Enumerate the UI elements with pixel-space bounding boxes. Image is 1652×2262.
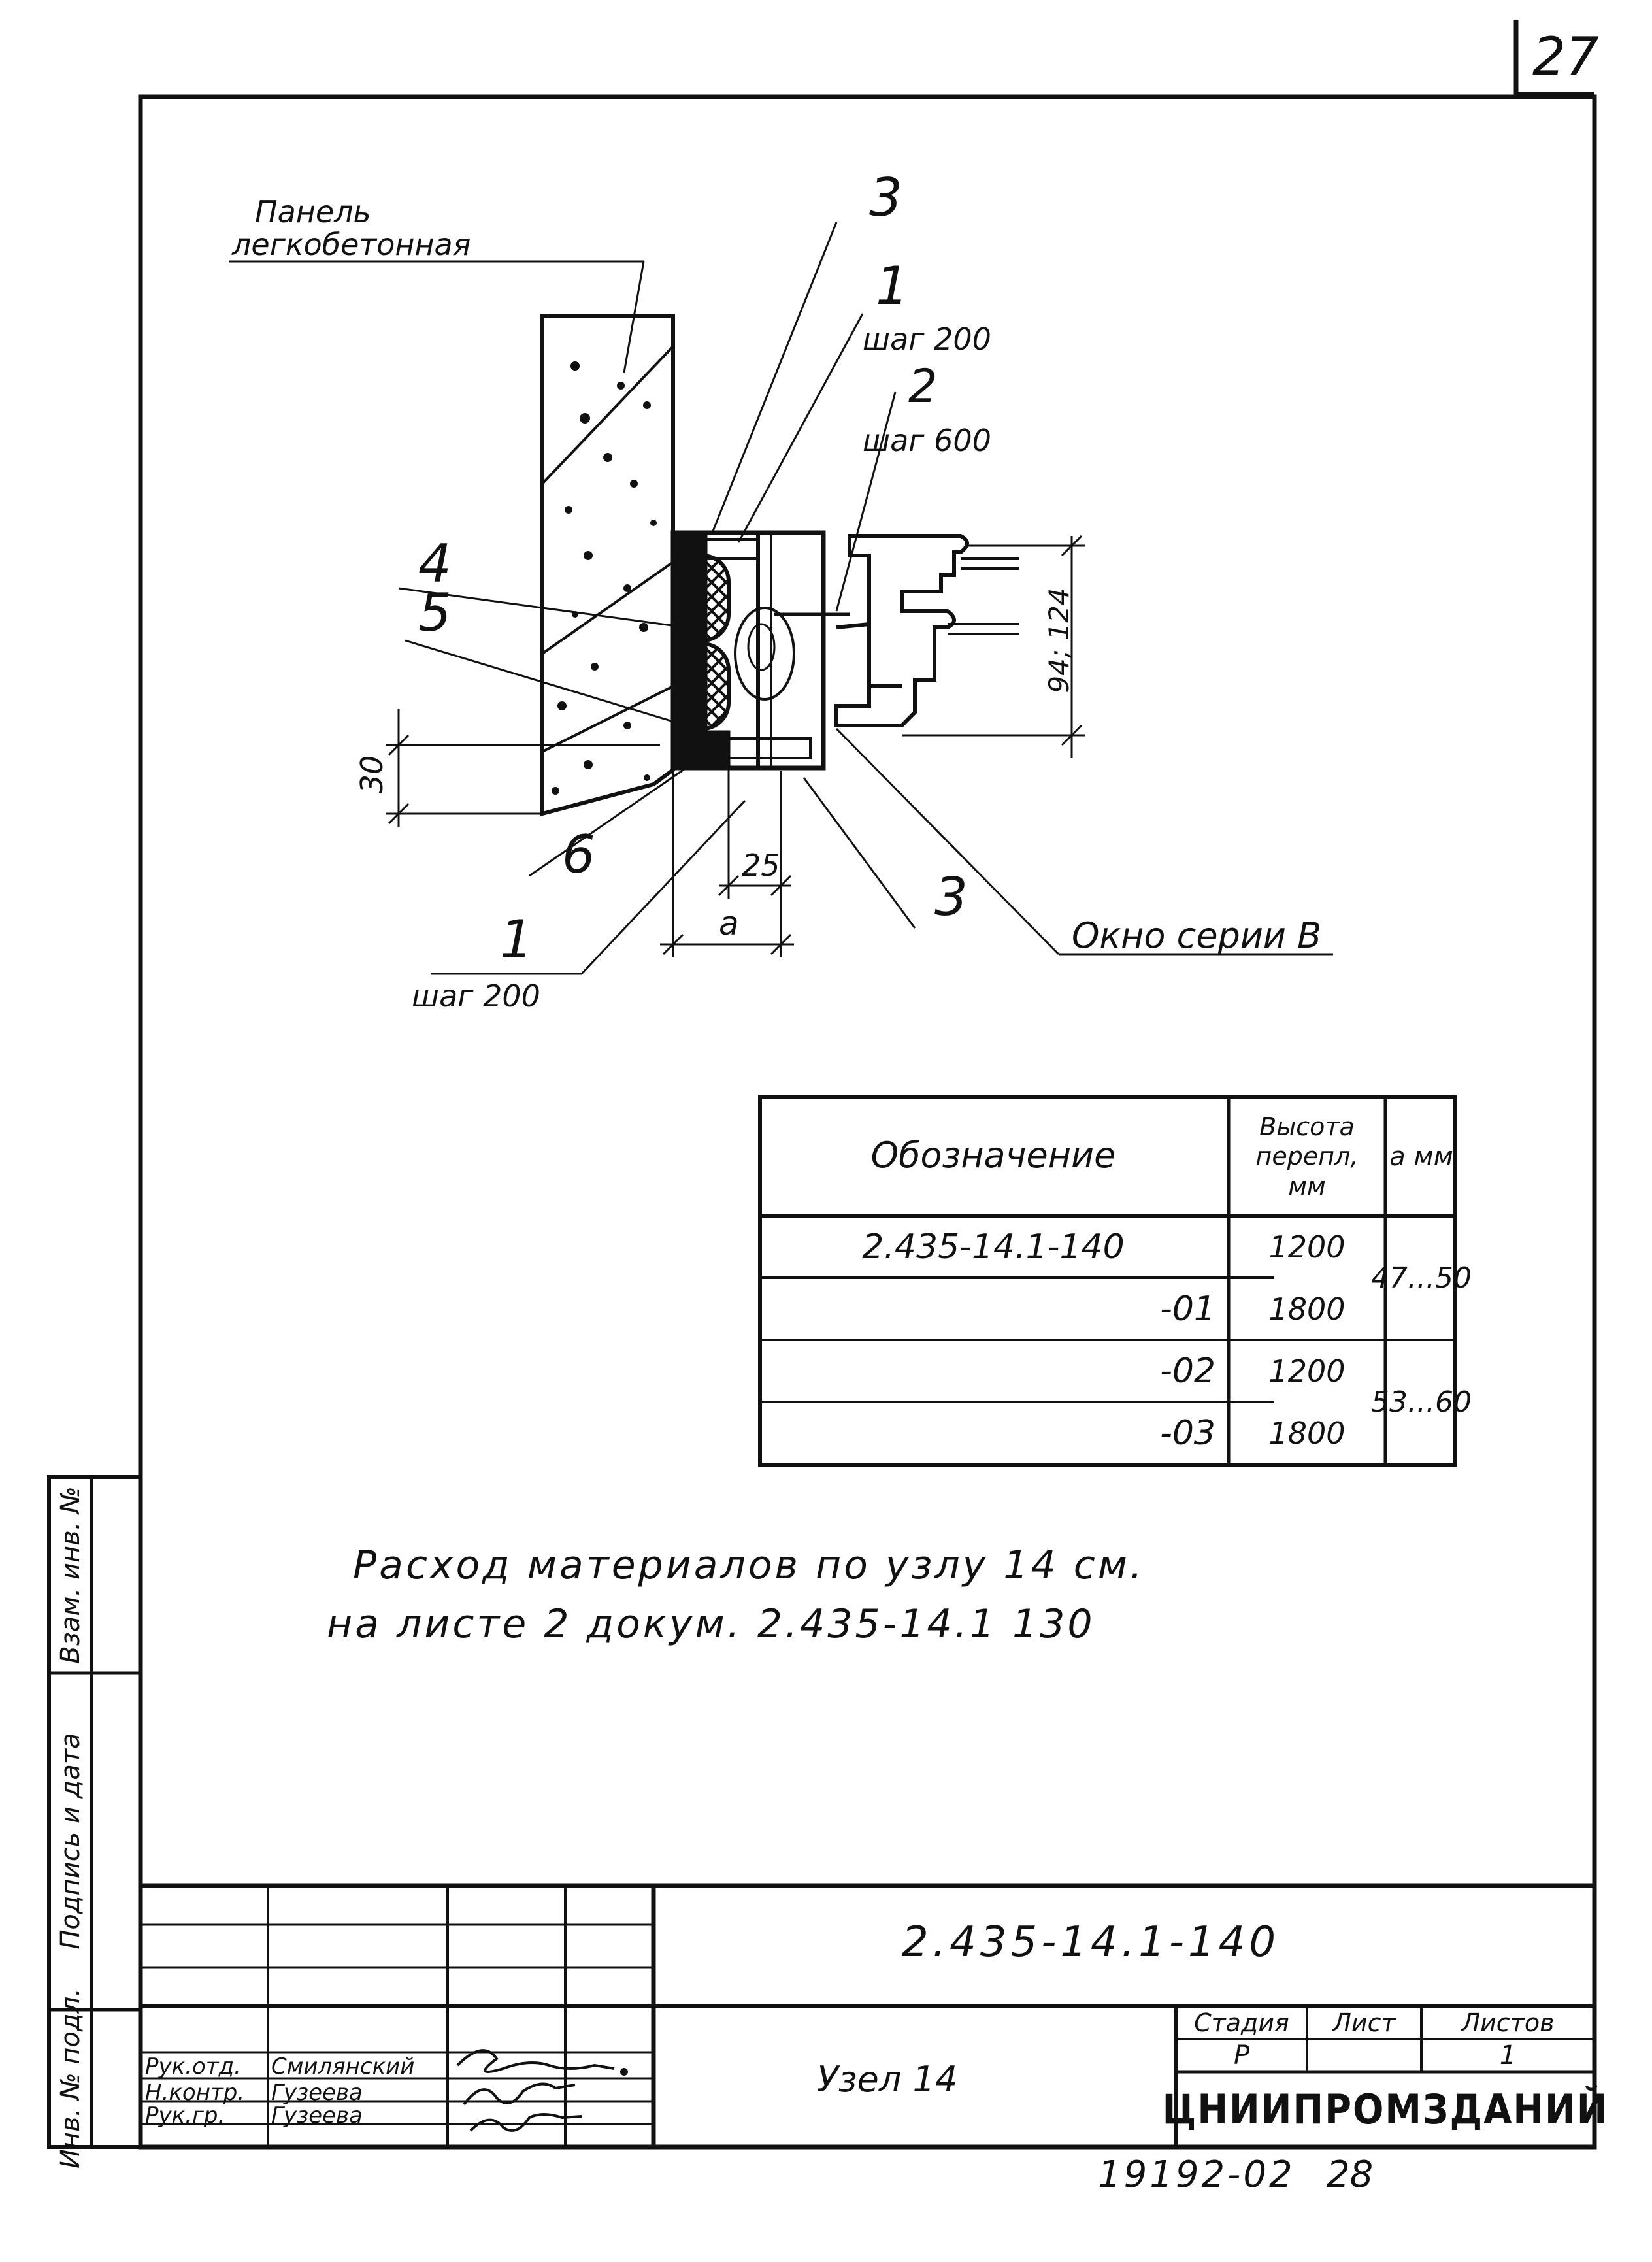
row-3-height: 1200: [1268, 1353, 1346, 1389]
role-1: Рук.отд.: [145, 2054, 241, 2080]
callout-4: 4: [418, 533, 452, 594]
side-stamp-inventory: Инв. № подл.: [56, 1988, 86, 2169]
page-number: 27: [1532, 26, 1599, 87]
th-designation: Обозначение: [870, 1135, 1116, 1176]
archive-page: 28: [1327, 2154, 1374, 2196]
side-stamp-replaced: Взам. инв. №: [56, 1486, 86, 1664]
side-stamp-signature: Подпись и дата: [56, 1733, 86, 1950]
window-label: Окно серии В: [1072, 915, 1321, 956]
name-2: Гузеева: [271, 2080, 363, 2106]
name-3: Гузеева: [271, 2103, 363, 2129]
callout-2: 2: [908, 359, 938, 413]
organization-name: ЦНИИПРОМЗДАНИЙ: [1162, 2086, 1609, 2133]
panel-label-1: Панель: [255, 194, 371, 229]
callout-5: 5: [418, 582, 452, 643]
signatures: [456, 2049, 628, 2132]
row-1-code: 2.435-14.1-140: [862, 1227, 1125, 1267]
row-4-code: -03: [1160, 1413, 1215, 1453]
sheet-value: [1307, 2039, 1421, 2072]
role-3: Рук.гр.: [145, 2103, 225, 2129]
dim-25: 25: [742, 848, 780, 883]
doc-number: 2.435-14.1-140: [902, 1918, 1280, 1967]
panel-label-2: легкобетонная: [231, 227, 471, 262]
spec-table-grid: [758, 1095, 1457, 1467]
step-2: шаг 600: [863, 423, 991, 458]
dim-a: a: [719, 905, 739, 942]
dim-height: 94; 124: [1043, 588, 1075, 693]
callout-1-bottom: 1: [500, 909, 533, 970]
row-3-code: -02: [1160, 1351, 1215, 1391]
callout-6: 6: [562, 824, 595, 885]
sheets-header: Листов: [1461, 2008, 1555, 2037]
th-height: Высота перепл, мм: [1255, 1112, 1359, 1201]
sheets-value: 1: [1499, 2040, 1517, 2071]
row-4-height: 1800: [1268, 1415, 1346, 1451]
row-2-height: 1800: [1268, 1291, 1346, 1327]
drawing-title: Узел 14: [817, 2059, 958, 2100]
note-line-2: на листе 2 докум. 2.435-14.1 130: [327, 1601, 1095, 1647]
row-1-height: 1200: [1268, 1229, 1346, 1265]
window-profile: [834, 534, 1019, 727]
callout-1-top: 1: [876, 256, 909, 316]
concrete-panel: [540, 314, 675, 816]
th-a: a мм: [1389, 1142, 1453, 1172]
a-value-2: 53...60: [1371, 1385, 1472, 1419]
role-2: Н.контр.: [145, 2080, 245, 2106]
callout-3-top: 3: [869, 167, 902, 228]
note-line-1: Расход материалов по узлу 14 см.: [353, 1542, 1146, 1588]
step-1-bottom: шаг 200: [412, 978, 540, 1014]
stage-value: Р: [1233, 2040, 1250, 2071]
signature-2: [463, 2082, 576, 2106]
stage-header: Стадия: [1194, 2008, 1289, 2037]
row-2-code: -01: [1160, 1289, 1215, 1329]
dim-30: 30: [354, 756, 389, 794]
step-1-top: шаг 200: [863, 322, 991, 357]
archive-number: 19192-02: [1098, 2154, 1295, 2196]
spec-table: Обозначение Высота перепл, мм a мм 2.435…: [758, 1095, 1472, 1467]
signature-3: [469, 2113, 582, 2132]
callout-3-bottom: 3: [934, 867, 968, 927]
sheet-header: Лист: [1332, 2008, 1396, 2037]
a-value-1: 47...50: [1371, 1261, 1472, 1295]
name-1: Смилянский: [271, 2054, 415, 2080]
signature-1: [456, 2049, 615, 2073]
